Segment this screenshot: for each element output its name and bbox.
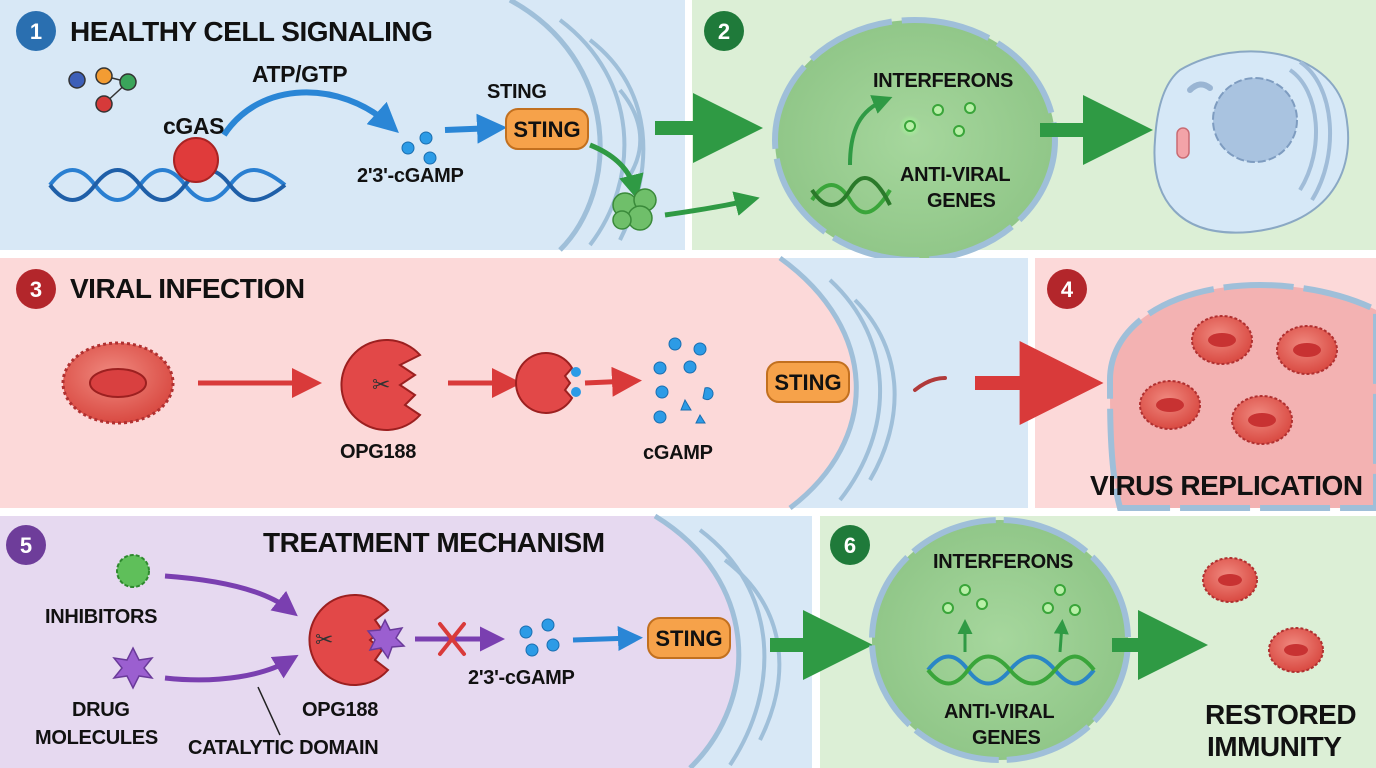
anti-viral-label-2a: ANTI-VIRAL [900,164,1010,186]
er-membrane-3 [778,255,897,510]
virus-icon-4a [1191,315,1253,365]
badge-6 [830,525,870,565]
sting-box-5 [647,617,731,659]
panel-1-title: HEALTHY CELL SIGNALING [70,16,432,47]
neutralized-viruses [1202,557,1324,673]
sting-box-3-label: STING [774,370,841,395]
virus-icon-4b [1276,325,1338,375]
virus-icon-6a [1202,557,1258,603]
interferons-label-6: INTERFERONS [933,551,1073,573]
cgas-enzyme [173,137,219,183]
interferon-molecules-6 [942,584,1081,616]
blocked-x-icon [438,622,466,656]
anti-viral-label-2b: GENES [927,190,996,212]
badge-4-number: 4 [1061,277,1074,302]
drug-label-2: MOLECULES [35,727,158,749]
cgamp-molecules-5 [519,618,560,657]
gene-to-interferon-arrow [848,95,893,166]
catalytic-domain-label: CATALYTIC DOMAIN [188,737,378,759]
drug-to-enzyme-arrow [164,654,299,683]
panel-3: 3 VIRAL INFECTION ✂ OPG188 cGAMP STING [16,255,1104,510]
restored-label-2: IMMUNITY [1207,731,1342,762]
cgamp-fragments [653,337,714,424]
dna-helix-icon [48,168,287,202]
panel-6: 6 INTERFERONS ANTI-VIRAL GENES RESTORED … [830,517,1357,763]
badge-6-number: 6 [844,533,856,558]
badge-2-number: 2 [718,19,730,44]
inhibitors-label: INHIBITORS [45,606,157,628]
sting-box-1 [505,108,589,150]
cgamp-to-sting-arrow [444,113,507,144]
badge-3-number: 3 [30,277,42,302]
anti-viral-label-6b: GENES [972,727,1041,749]
anti-viral-label-6a: ANTI-VIRAL [944,701,1054,723]
inhibitor-icon [116,554,150,588]
cgamp-label: 2'3'-cGAMP [357,165,464,187]
badge-5-number: 5 [20,533,32,558]
virus-icon-4d [1231,395,1293,445]
healthy-cell-icon [1153,50,1350,234]
opg188-enzyme-5: ✂ [308,594,406,686]
panel-4: 4 VIRUS REPLICATION [1047,269,1376,511]
restored-label-1: RESTORED [1205,699,1356,730]
gene-to-interferon-arrow-6b [1053,619,1069,653]
cytoplasm-region-3 [780,258,1028,508]
badge-1 [16,11,56,51]
sting-box-1-label: STING [513,117,580,142]
badge-1-number: 1 [30,19,42,44]
virus-icon-3 [61,341,175,425]
catalytic-domain-pointer [257,686,281,736]
panel-1: 1 HEALTHY CELL SIGNALING cGAS ATP/GTP 2'… [16,0,763,252]
inhibitor-to-enzyme-arrow [164,573,298,617]
badge-3 [16,269,56,309]
cleaved-to-fragments-arrow [584,366,642,397]
drug-label-1: DRUG [72,699,130,721]
opg188-label-3: OPG188 [340,441,416,463]
er-membrane [508,0,646,252]
panel-3-title: VIRAL INFECTION [70,273,305,304]
virus-icon-4c [1139,380,1201,430]
cgamp-to-sting-arrow-5 [572,626,643,651]
cgamp-label-5: 2'3'-cGAMP [468,667,575,689]
drug-molecule-icon [112,646,154,690]
molecule-icon [68,67,137,113]
cgamp-label-3: cGAMP [643,442,713,464]
atp-gtp-label: ATP/GTP [252,61,347,87]
sting-down-arrow [589,142,644,200]
interferon-molecules-2 [899,102,976,137]
scissors-icon-5: ✂ [315,627,333,652]
sting-top-label: STING [487,81,547,103]
badge-5 [6,525,46,565]
sting-box-5-label: STING [655,626,722,651]
virus-replication-label: VIRUS REPLICATION [1090,470,1363,501]
cgamp-molecules [401,131,437,165]
nucleus-2 [772,17,1058,263]
complex-to-nucleus-arrow [664,191,760,218]
inactive-signal-icon [913,376,947,392]
opg188-label-5: OPG188 [302,699,378,721]
panel-5: 5 TREATMENT MECHANISM INHIBITORS DRUG MO… [6,513,873,768]
dna-helix-restored-icon [926,654,1096,686]
tbk1-complex-icon [612,188,657,231]
cgas-label: cGAS [163,113,224,139]
scissors-icon-3: ✂ [372,372,390,397]
replicating-viruses [1139,315,1338,445]
panel-5-title: TREATMENT MECHANISM [263,527,605,558]
bound-drug-icon [366,618,406,660]
badge-2 [704,11,744,51]
interferons-label-2: INTERFERONS [873,70,1013,92]
badge-4 [1047,269,1087,309]
enzyme-cleaving-icon [515,352,581,414]
dna-helix-green-icon [810,176,892,215]
opg188-enzyme-3: ✂ [340,339,422,431]
virus-icon-6b [1268,627,1324,673]
atp-gtp-arrow [221,89,399,137]
sting-box-3 [766,361,850,403]
